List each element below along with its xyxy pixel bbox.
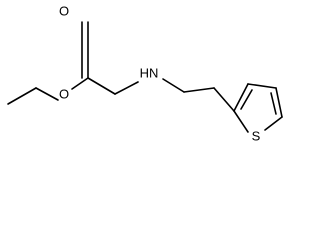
structure-canvas: O O HN S: [7, 3, 283, 144]
bond-ch2-ch2: [183, 87, 215, 93]
bond-ch2-to-nh: [114, 81, 139, 95]
thiophene-bond-c4-c5: [275, 87, 283, 118]
bond-nh-to-ch2: [162, 78, 185, 93]
bond-ch2-to-thiophene: [213, 87, 235, 112]
chemical-structure-diagram: O O HN S: [7, 3, 283, 143]
sulfur-label: S: [252, 128, 261, 143]
thiophene-inner-double-c4-c5: [270, 92, 277, 115]
bond-ester-o-to-carbonyl: [71, 77, 89, 90]
thiophene-bond-s-c2: [233, 110, 249, 133]
ester-oxygen-label: O: [59, 86, 69, 101]
carbonyl-oxygen-label: O: [59, 3, 69, 18]
thiophene-bond-c5-s: [264, 116, 283, 131]
bond-ethyl-ch2: [35, 87, 59, 101]
thiophene-inner-double-c2-c3: [240, 89, 253, 110]
amine-label: HN: [140, 65, 159, 80]
thiophene-bond-c3-c4: [247, 83, 277, 89]
thiophene-bond-c2-c3: [233, 83, 249, 112]
bond-ethyl-ch3: [7, 87, 37, 105]
bond-carbonyl-to-ch2: [87, 77, 116, 95]
